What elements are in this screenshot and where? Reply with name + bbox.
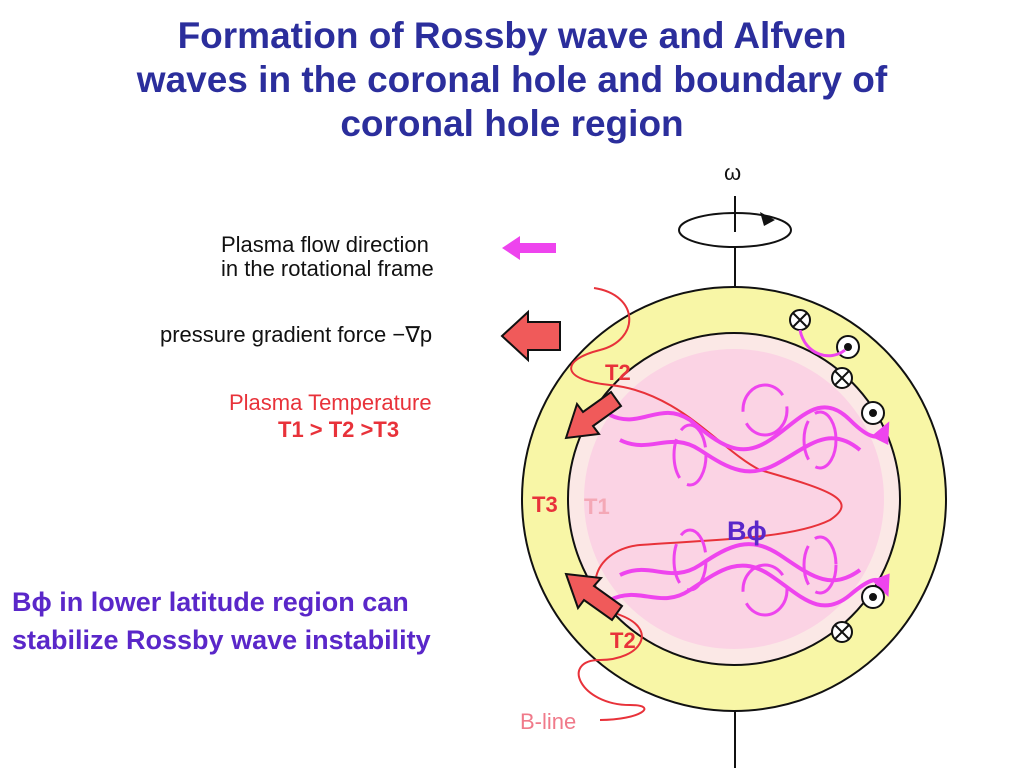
t2-lower-label: T2 [610, 628, 636, 653]
field-loop [798, 329, 846, 358]
field-into-page-icon [789, 309, 811, 331]
temperature-relation: T1 > T2 >T3 [278, 417, 400, 442]
field-out-of-page-icon [861, 401, 885, 425]
b-line-curve [570, 287, 843, 721]
lower-wave-line-2 [619, 542, 862, 583]
lower-wave-line [609, 563, 890, 608]
t3-label: T3 [532, 492, 558, 517]
flow-direction-label: Plasma flow direction in the rotational … [221, 233, 434, 281]
pressure-gradient-label: pressure gradient force −∇p [160, 322, 433, 347]
vortex-group [672, 383, 838, 617]
flow-direction-line-2: in the rotational frame [221, 256, 434, 281]
rotation-ellipse [678, 212, 792, 248]
vortex-2 [741, 383, 789, 437]
plasma-flow-arrow-icon [502, 236, 556, 260]
flow-direction-line-1: Plasma flow direction [221, 232, 429, 257]
field-out-of-page-icon [861, 585, 885, 609]
plasma-temperature-label: Plasma Temperature [229, 390, 432, 415]
vortex-6 [802, 535, 838, 595]
vortex-1 [672, 423, 708, 487]
slide-title: Formation of Rossby wave and Alfven wave… [60, 14, 964, 146]
t1-label: T1 [584, 494, 610, 519]
vortex-5 [741, 563, 789, 617]
stabilization-note: Bϕ in lower latitude region can stabiliz… [12, 583, 431, 659]
field-out-of-page-icon [836, 335, 860, 359]
title-line-3: coronal hole region [340, 103, 684, 144]
field-into-page-icon [831, 621, 853, 643]
t2-upper-label: T2 [605, 360, 631, 385]
vortex-4 [672, 528, 708, 592]
title-line-1: Formation of Rossby wave and Alfven [177, 15, 847, 56]
omega-label: ω [724, 160, 741, 185]
upper-wave-line [609, 405, 890, 452]
lower-pressure-arrow-icon [564, 572, 624, 622]
pressure-gradient-arrow-icon [500, 309, 561, 363]
b-line-label: B-line [520, 709, 576, 734]
note-line-1: Bϕ in lower latitude region can [12, 587, 409, 617]
field-into-page-icon [831, 367, 853, 389]
rossby-wave-group [609, 405, 890, 608]
diagram-pressure-arrows [564, 390, 624, 622]
vortex-3 [802, 410, 838, 470]
b-phi-label: Bϕ [727, 516, 767, 546]
rotation-arrow-icon [760, 212, 775, 226]
note-line-2: stabilize Rossby wave instability [12, 625, 431, 655]
upper-wave-line-2 [619, 436, 862, 474]
upper-pressure-arrow-icon [564, 390, 623, 440]
title-line-2: waves in the coronal hole and boundary o… [136, 59, 888, 100]
